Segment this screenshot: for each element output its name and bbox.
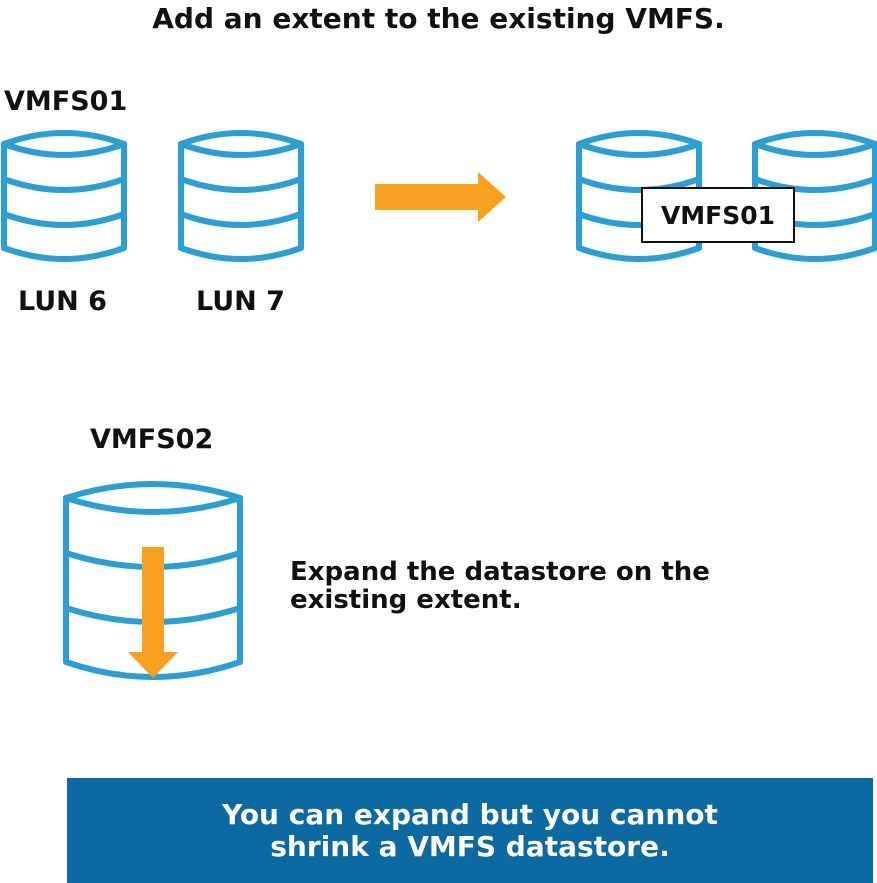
vmfs01-combined-label: VMFS01 [641,187,795,243]
right-arrow-icon [375,172,506,222]
note-line-2: shrink a VMFS datastore. [270,829,670,863]
page-title: Add an extent to the existing VMFS. [152,2,725,35]
note-line-1: You can expand but you cannot [222,797,718,831]
lun7-disk-icon [181,133,301,259]
vmfs01-label: VMFS01 [4,86,128,117]
vmfs02-label: VMFS02 [90,424,214,455]
lun7-label: LUN 7 [196,286,285,317]
note-banner: You can expand but you cannot shrink a V… [67,778,873,883]
expand-description: Expand the datastore on the existing ext… [290,557,710,615]
down-arrow-icon [128,547,178,678]
lun6-disk-icon [4,133,124,259]
lun6-label: LUN 6 [18,286,107,317]
